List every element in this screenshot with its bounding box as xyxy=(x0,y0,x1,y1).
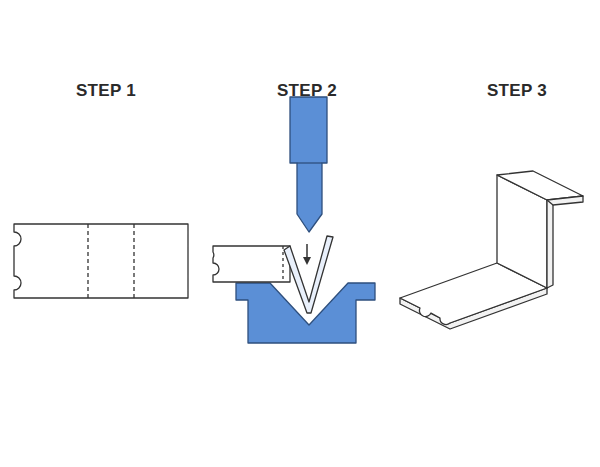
press-brake xyxy=(213,97,375,343)
motion-arrow xyxy=(306,244,308,258)
step-label: STEP 1 xyxy=(76,81,136,101)
punch xyxy=(290,97,327,232)
sheet-bent xyxy=(284,236,333,313)
step-label: STEP 2 xyxy=(277,81,337,101)
step-label: STEP 3 xyxy=(487,81,547,101)
flat-blank xyxy=(14,224,188,298)
sheet-flat xyxy=(213,246,290,282)
finished-bracket xyxy=(400,171,583,329)
